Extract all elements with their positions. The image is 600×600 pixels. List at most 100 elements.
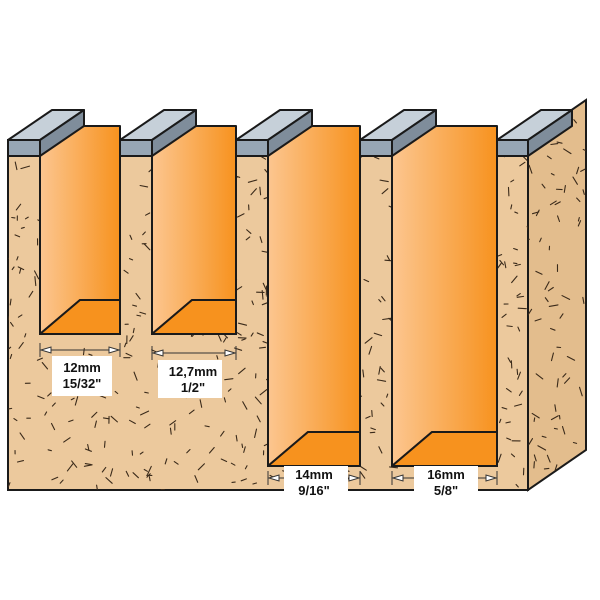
wood-speck	[511, 275, 518, 284]
wood-speck	[561, 426, 566, 435]
wood-speck	[572, 176, 578, 185]
wood-speck	[554, 404, 557, 412]
wood-speck	[510, 453, 516, 458]
wood-speck	[63, 437, 71, 443]
wood-speck	[564, 377, 571, 384]
groove-2	[151, 125, 237, 335]
wood-speck	[132, 304, 138, 307]
wood-speck	[515, 483, 519, 488]
groove-floor	[39, 299, 121, 335]
wood-speck	[19, 432, 25, 440]
wood-speck	[223, 397, 227, 403]
wood-speck	[50, 422, 56, 431]
wood-speck	[528, 164, 533, 174]
wood-speck	[241, 443, 244, 449]
dimension-imperial: 9/16"	[298, 483, 329, 498]
wood-speck	[497, 453, 502, 463]
wood-speck	[555, 100, 562, 103]
wood-speck	[47, 449, 52, 452]
wood-speck	[143, 243, 151, 251]
wood-speck	[9, 321, 14, 327]
wood-speck	[124, 342, 127, 348]
wood-speck	[518, 390, 523, 396]
wood-block-right-side	[527, 98, 587, 492]
wood-speck	[505, 421, 511, 424]
wood-speck	[554, 464, 558, 471]
wood-speck	[188, 409, 195, 415]
cap-front	[7, 139, 41, 157]
wood-speck	[33, 270, 40, 280]
wood-speck	[142, 231, 146, 236]
wood-speck	[91, 411, 98, 418]
wood-speck	[564, 469, 570, 474]
wood-speck	[363, 279, 370, 283]
wood-speck	[533, 417, 536, 422]
wood-speck	[562, 373, 567, 378]
wood-speck	[252, 482, 258, 485]
wood-speck	[547, 286, 554, 292]
wood-speck	[136, 314, 142, 317]
wood-speck	[378, 446, 383, 454]
wood-speck	[582, 451, 586, 460]
wood-speck	[563, 148, 572, 155]
wood-speck	[133, 371, 138, 381]
wood-speck	[507, 357, 512, 363]
dimension-groove-4: 16mm 5/8"	[391, 466, 498, 500]
wood-speck	[506, 437, 512, 441]
wood-speck	[8, 407, 13, 410]
pillar-caps	[7, 109, 573, 157]
wood-speck	[262, 282, 267, 290]
wood-speck	[103, 440, 106, 448]
wood-speck	[541, 183, 546, 189]
wood-speck	[110, 415, 118, 423]
wood-speck	[526, 225, 528, 233]
grooves	[39, 125, 498, 467]
dimension-label-bg	[414, 466, 478, 500]
wood-speck	[543, 467, 550, 470]
wood-speck	[580, 168, 586, 172]
wood-speck	[386, 393, 389, 398]
wood-speck	[513, 262, 518, 265]
wood-speck	[262, 340, 268, 344]
wood-speck	[258, 346, 267, 349]
wood-speck	[140, 410, 150, 416]
wood-speck	[20, 226, 25, 229]
arrowhead	[267, 474, 280, 482]
dimension-arrow	[151, 346, 237, 360]
wood-speck	[514, 403, 523, 407]
wood-speck	[531, 104, 538, 109]
wood-speck	[557, 215, 561, 223]
pillar-cap-5	[496, 109, 573, 157]
wood-speck	[246, 229, 252, 234]
wood-speck	[84, 448, 92, 452]
wood-speck	[18, 341, 24, 349]
wood-speck	[101, 466, 107, 473]
wood-speck	[132, 327, 135, 334]
wood-speck	[528, 438, 534, 445]
arrowhead	[108, 346, 121, 354]
groove-floor	[151, 299, 237, 335]
wood-speck	[143, 468, 148, 472]
wood-speck	[528, 308, 533, 317]
wood-speck	[59, 479, 64, 484]
wood-speck	[244, 465, 248, 470]
wood-speck	[139, 311, 147, 315]
wood-speck	[259, 236, 263, 244]
wood-speck	[251, 300, 254, 306]
wood-speck	[173, 460, 179, 465]
wood-speck	[561, 471, 569, 476]
wood-speck	[573, 119, 577, 124]
wood-speck	[256, 332, 264, 337]
wood-speck	[102, 417, 110, 420]
wood-speck	[41, 361, 49, 370]
wood-speck	[376, 379, 387, 382]
wood-speck	[51, 476, 59, 481]
wood-speck	[128, 419, 136, 425]
dimension-imperial: 5/8"	[434, 483, 458, 498]
wood-speck	[254, 428, 258, 439]
wood-speck	[243, 446, 246, 453]
cap-front	[359, 139, 393, 157]
wood-speck	[577, 477, 586, 483]
groove-3	[267, 125, 361, 467]
